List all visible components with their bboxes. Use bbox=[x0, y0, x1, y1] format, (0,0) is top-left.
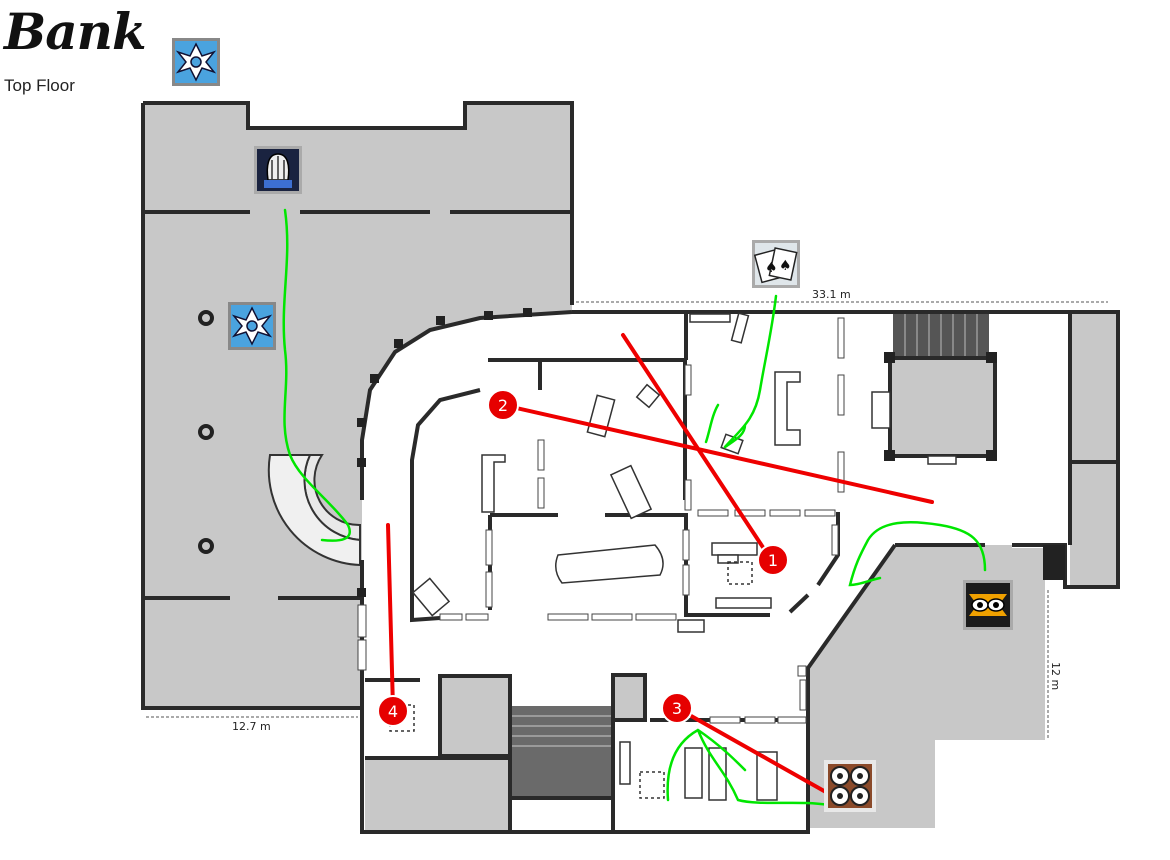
marker-4[interactable]: 4 bbox=[377, 695, 409, 727]
valkyrie-icon[interactable] bbox=[254, 146, 302, 194]
sightlines bbox=[386, 333, 934, 802]
measure-top-width: 33.1 m bbox=[812, 288, 851, 301]
stair-block-north bbox=[890, 358, 995, 456]
mira-icon[interactable] bbox=[963, 580, 1013, 630]
stairs bbox=[267, 312, 989, 798]
pillars bbox=[198, 310, 214, 554]
walls bbox=[141, 101, 1120, 834]
wall-posts bbox=[357, 308, 1065, 597]
mozzie-icon[interactable]: ♠ ♠ bbox=[752, 240, 800, 288]
marker-1[interactable]: 1 bbox=[757, 544, 789, 576]
east-rooms bbox=[1070, 312, 1118, 587]
table bbox=[555, 544, 664, 584]
marker-2[interactable]: 2 bbox=[487, 389, 519, 421]
floor-label: Top Floor bbox=[4, 76, 75, 95]
desk bbox=[609, 464, 653, 520]
marker-3[interactable]: 3 bbox=[661, 692, 693, 724]
window-panes bbox=[357, 317, 845, 724]
west-roof-area bbox=[143, 103, 572, 708]
small-room bbox=[613, 675, 645, 720]
svg-text:3: 3 bbox=[672, 699, 682, 718]
map-title: Bank bbox=[4, 2, 147, 61]
svg-text:4: 4 bbox=[388, 702, 398, 721]
routes bbox=[282, 208, 987, 807]
south-room-1 bbox=[440, 676, 510, 756]
svg-text:2: 2 bbox=[498, 396, 508, 415]
south-room-2 bbox=[365, 758, 510, 832]
furniture bbox=[411, 312, 957, 801]
jager-icon[interactable] bbox=[172, 38, 220, 86]
svg-text:1: 1 bbox=[768, 551, 778, 570]
measure-right-height: 12 m bbox=[1049, 662, 1062, 690]
svg-text:♠: ♠ bbox=[779, 258, 792, 274]
jager-icon[interactable] bbox=[228, 302, 276, 350]
svg-text:♠: ♠ bbox=[765, 260, 778, 276]
measure-bottom-width: 12.7 m bbox=[232, 720, 271, 733]
echo-icon[interactable] bbox=[824, 760, 876, 812]
measurement-lines bbox=[146, 301, 1108, 738]
